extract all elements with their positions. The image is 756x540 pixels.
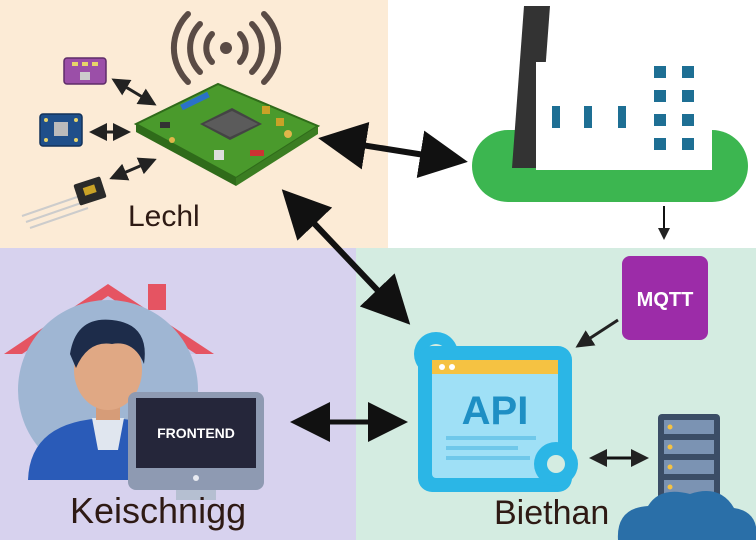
sensor-module-icon: [21, 176, 107, 229]
lechl-label: Lechl: [128, 200, 200, 233]
sensor-module-icon: [39, 113, 83, 147]
monitor-icon: FRONTEND: [128, 392, 264, 500]
sensor-module-icon: [63, 57, 107, 85]
keischnigg-label: Keischnigg: [70, 490, 247, 531]
wifi-icon: [170, 11, 282, 85]
api-label: API: [462, 389, 529, 433]
api-window-icon: API: [414, 332, 572, 492]
frontend-label: FRONTEND: [157, 425, 235, 441]
biethan-label: Biethan: [494, 494, 610, 532]
server-rack-icon: [658, 414, 720, 510]
factory-icon: [472, 6, 748, 202]
mqtt-label: MQTT: [637, 289, 694, 311]
mqtt-badge: MQTT: [622, 256, 708, 340]
gear-icon: [534, 442, 578, 486]
cloud-icon: [617, 491, 756, 540]
circuit-board-icon: [133, 82, 321, 186]
